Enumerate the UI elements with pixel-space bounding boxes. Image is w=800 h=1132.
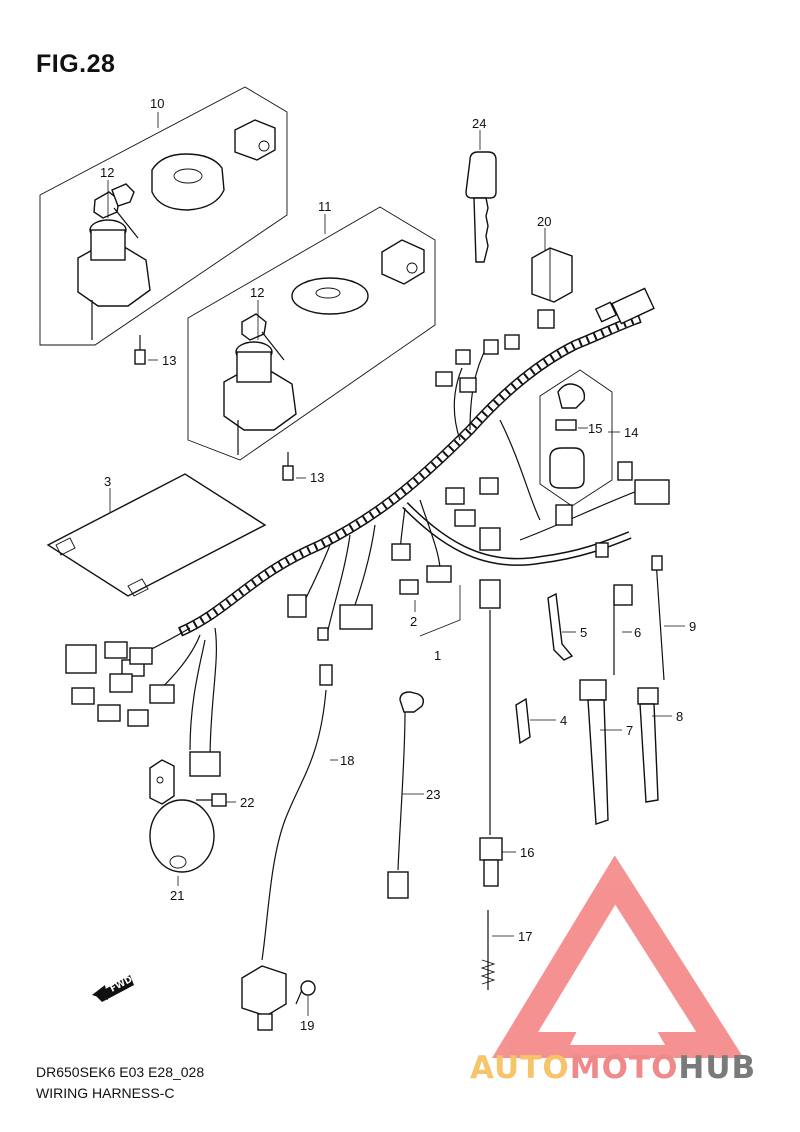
callout-16: 16 xyxy=(520,845,534,860)
horn-icon xyxy=(149,759,215,873)
callout-1: 1 xyxy=(434,648,441,663)
callout-8: 8 xyxy=(676,709,683,724)
brand-part-moto: MOTO xyxy=(569,1050,679,1086)
watermark-triangle-icon xyxy=(491,855,744,1058)
harness-connectors xyxy=(65,287,670,777)
callout-11: 11 xyxy=(318,199,332,214)
callout-12-lower: 12 xyxy=(250,285,264,300)
switch-set-box xyxy=(187,206,436,461)
switch-16-icon xyxy=(479,610,503,990)
ignition-switch-set-box xyxy=(39,86,288,346)
brand-part-auto: AUTO xyxy=(470,1050,570,1086)
callout-3: 3 xyxy=(104,474,111,489)
forward-arrow-icon: FWD xyxy=(92,975,134,1002)
callout-24: 24 xyxy=(472,116,486,131)
label-sheet xyxy=(46,473,267,597)
callout-5: 5 xyxy=(580,625,587,640)
figure-subtitle: WIRING HARNESS-C xyxy=(36,1085,175,1101)
bolt-icon xyxy=(295,980,316,1005)
fwd-label: FWD xyxy=(109,975,134,995)
bolt-icon xyxy=(134,335,294,481)
callout-2: 2 xyxy=(410,614,417,629)
callout-9: 9 xyxy=(689,619,696,634)
callout-15: 15 xyxy=(588,421,602,436)
callout-21: 21 xyxy=(170,888,184,903)
callout-18: 18 xyxy=(340,753,354,768)
model-code: DR650SEK6 E03 E28_028 xyxy=(36,1064,205,1080)
sensor-cable xyxy=(241,664,333,1031)
callout-10: 10 xyxy=(150,96,164,111)
lead-wire xyxy=(387,691,425,899)
callout-22: 22 xyxy=(240,795,254,810)
callout-13-upper: 13 xyxy=(162,353,176,368)
bolt-icon xyxy=(196,793,227,807)
cable-tie-icon xyxy=(579,555,665,825)
fuse-box xyxy=(539,369,613,507)
key-icon xyxy=(465,151,497,263)
callout-labels: 10 12 11 12 13 13 3 24 20 15 14 2 1 4 5 … xyxy=(100,96,696,1033)
callout-20: 20 xyxy=(537,214,551,229)
brand-logo: AUTOMOTOHUB xyxy=(470,1050,756,1086)
clamp-icon xyxy=(515,592,574,745)
callout-14: 14 xyxy=(624,425,638,440)
callout-17: 17 xyxy=(518,929,532,944)
brand-part-hub: HUB xyxy=(678,1050,757,1086)
callout-4: 4 xyxy=(560,713,567,728)
callout-13-lower: 13 xyxy=(310,470,324,485)
callout-7: 7 xyxy=(626,723,633,738)
relay-icon xyxy=(531,247,573,303)
figure-title: FIG.28 xyxy=(36,50,116,78)
leader-lines xyxy=(107,112,685,1016)
callout-6: 6 xyxy=(634,625,641,640)
callout-23: 23 xyxy=(426,787,440,802)
callout-12-upper: 12 xyxy=(100,165,114,180)
callout-19: 19 xyxy=(300,1018,314,1033)
